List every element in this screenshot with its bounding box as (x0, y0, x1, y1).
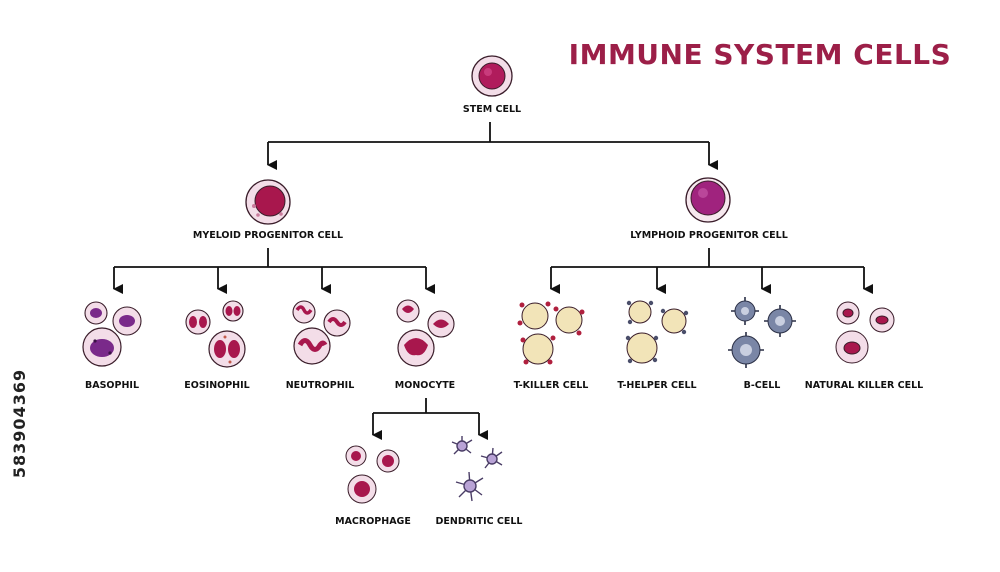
natural-killer-cell-icon (835, 301, 895, 364)
label-t-killer-cell: T-KILLER CELL (514, 380, 589, 391)
connectors (113, 122, 873, 440)
t-killer-cell-icon (517, 301, 585, 365)
b-cell-icon (728, 297, 796, 368)
label-myeloid-progenitor: MYELOID PROGENITOR CELL (193, 230, 343, 241)
label-lymphoid-progenitor: LYMPHOID PROGENITOR CELL (630, 230, 788, 241)
t-helper-cell-icon (625, 300, 689, 364)
lymphoid-connector (551, 248, 864, 268)
monocyte-connector (373, 398, 479, 414)
label-dendritic-cell: DENDRITIC CELL (436, 516, 523, 527)
eosinophil-icon (185, 300, 246, 368)
stem-connector (268, 122, 709, 143)
basophil-icon (82, 301, 142, 367)
myeloid-progenitor-icon (245, 179, 291, 225)
label-basophil: BASOPHIL (85, 380, 139, 391)
macrophage-icon (345, 445, 400, 504)
label-stem-cell: STEM CELL (463, 104, 521, 115)
label-natural-killer-cell: NATURAL KILLER CELL (805, 380, 923, 391)
label-t-helper-cell: T-HELPER CELL (617, 380, 696, 391)
monocyte-icon (396, 299, 455, 367)
myeloid-connector (114, 248, 426, 268)
label-b-cell: B-CELL (744, 380, 781, 391)
neutrophil-icon (292, 300, 351, 365)
label-eosinophil: EOSINOPHIL (184, 380, 249, 391)
diagram-title: IMMUNE SYSTEM CELLS (568, 38, 952, 71)
lymphoid-progenitor-icon (685, 177, 731, 223)
label-macrophage: MACROPHAGE (335, 516, 411, 527)
label-neutrophil: NEUTROPHIL (286, 380, 355, 391)
stem-cell-icon (471, 55, 513, 97)
dendritic-cell-icon (451, 436, 503, 502)
label-monocyte: MONOCYTE (395, 380, 455, 391)
